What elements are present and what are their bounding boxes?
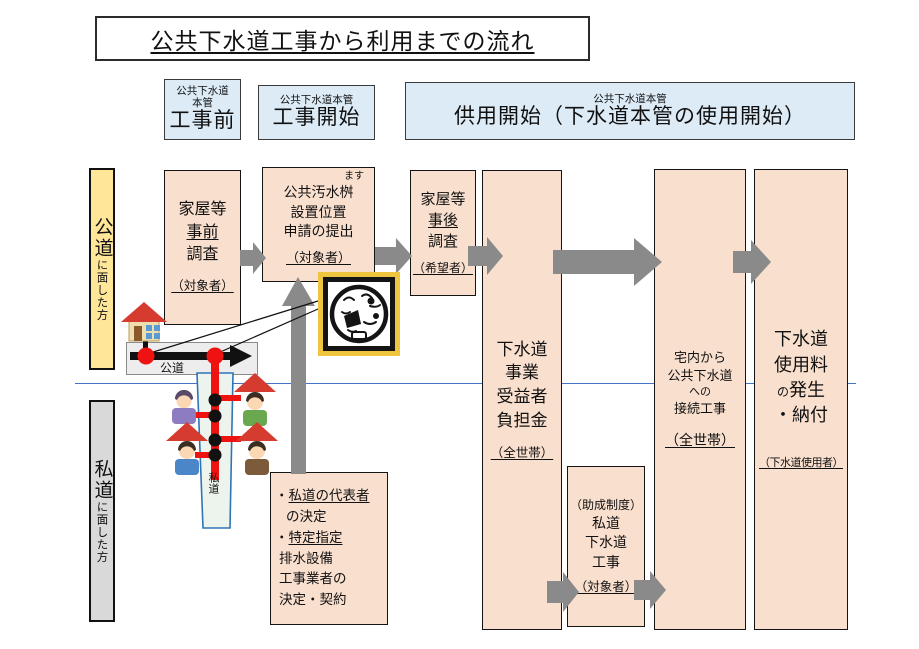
- arrow-masu-to-post-survey-icon: [375, 238, 412, 274]
- usage-fee-line3: の発生: [777, 378, 825, 403]
- private-prep-item1-title: 私道の代表者: [288, 487, 370, 503]
- flow-box-usage-fee: 下水道 使用料 の発生 ・納付 （下水道使用者）: [754, 169, 848, 630]
- flow-box-post-survey: 家屋等 事後 調査 （希望者）: [410, 170, 476, 296]
- phase-box-pre-construction: 公共下水道 本管 工事前: [164, 79, 241, 140]
- resident-icon-bottom-left: [166, 422, 208, 475]
- subsidy-line1: 私道: [592, 514, 620, 531]
- beneficiary-audience: （全世帯）: [490, 445, 554, 460]
- private-prep-item2-title: 特定指定: [288, 529, 343, 545]
- pre-survey-line2: 事前: [186, 223, 219, 241]
- private-prep-item2-line1: 排水設備: [279, 550, 333, 566]
- private-prep-item1-sub: の決定: [286, 508, 327, 524]
- beneficiary-line1: 下水道: [496, 339, 548, 359]
- flow-box-beneficiary-charge: 下水道 事業 受益者 負担金 （全世帯）: [482, 170, 562, 630]
- post-survey-line2: 事後: [427, 212, 458, 230]
- subsidy-audience: （対象者）: [574, 579, 638, 594]
- phase-service-sub: 公共下水道本管: [593, 92, 667, 105]
- page-title: 公共下水道工事から利用までの流れ: [150, 27, 535, 54]
- private-prep-item2: ・特定指定: [267, 528, 391, 549]
- public-road-label: 公道: [159, 361, 184, 375]
- post-survey-audience: （希望者）: [412, 261, 473, 276]
- pipe-junction-dots: [208, 393, 222, 462]
- lane-private-small: に面した方: [95, 500, 108, 564]
- manhole-cover-image: [318, 272, 400, 356]
- lane-label-public-road: 公道に面した方: [89, 168, 115, 370]
- flow-box-pre-survey: 家屋等 事前 調査 （対象者）: [164, 170, 241, 325]
- subsidy-line3: 工事: [592, 553, 620, 570]
- phase-start-main: 工事開始: [272, 106, 361, 130]
- private-prep-item2-line3: 決定・契約: [279, 592, 347, 608]
- public-private-divider-line: [75, 383, 856, 384]
- private-prep-item1-bullet: ・: [275, 487, 289, 503]
- phase-pre-sub-line2: 本管: [192, 97, 213, 110]
- pre-survey-line1: 家屋等: [178, 201, 227, 219]
- post-survey-line1: 家屋等: [420, 191, 466, 209]
- lane-label-private-road: 私道に面した方: [89, 400, 115, 622]
- beneficiary-line2: 事業: [505, 363, 539, 383]
- subsidy-line0: （助成制度）: [569, 497, 642, 512]
- connection-line4: 接続工事: [673, 401, 726, 417]
- beneficiary-line4: 負担金: [496, 411, 548, 431]
- usage-fee-line3-main: 発生: [789, 379, 825, 400]
- pre-survey-audience: （対象者）: [171, 279, 234, 294]
- lane-public-small: に面した方: [95, 258, 108, 322]
- subsidy-line2: 下水道: [585, 534, 627, 551]
- phase-box-service-start: 公共下水道本管 供用開始（下水道本管の使用開始）: [405, 82, 855, 140]
- masu-line3: 申請の提出: [283, 223, 354, 240]
- connection-line3: への: [689, 386, 711, 399]
- manhole-cover-graphic: [318, 272, 400, 356]
- private-road-label: 私道: [207, 472, 219, 494]
- resident-icon-top-left: [172, 390, 196, 424]
- flow-box-subsidy-work: （助成制度） 私道 下水道 工事 （対象者）: [567, 466, 645, 627]
- arrow-private-prep-to-masu-icon: [282, 277, 315, 474]
- usage-fee-line4: ・納付: [774, 404, 828, 425]
- resident-icon-bottom-right: [236, 422, 278, 475]
- private-prep-item2-bullet: ・: [275, 529, 289, 545]
- masu-furigana: ます: [344, 171, 364, 182]
- lane-private-big: 私道: [91, 458, 113, 501]
- flow-box-masu-application: ます 公共汚水桝 設置位置 申請の提出 （対象者）: [262, 167, 375, 282]
- flow-box-private-road-prep: ・私道の代表者 の決定 ・特定指定 排水設備 工事業者の 決定・契約: [270, 472, 388, 625]
- phase-pre-sub-line1: 公共下水道: [176, 85, 229, 98]
- phase-pre-main: 工事前: [169, 109, 236, 133]
- connection-line2: 公共下水道: [667, 367, 733, 383]
- pre-survey-line3: 調査: [186, 245, 219, 263]
- usage-fee-line2: 使用料: [774, 354, 828, 375]
- lane-public-big: 公道: [91, 216, 113, 259]
- masu-audience: （対象者）: [285, 249, 351, 265]
- usage-fee-line1: 下水道: [774, 329, 828, 350]
- connection-line1: 宅内から: [673, 349, 726, 365]
- masu-line2: 設置位置: [290, 203, 347, 220]
- private-prep-item2-line2: 工事業者の: [279, 571, 347, 587]
- usage-fee-line3-particle: の: [776, 384, 789, 399]
- post-survey-line3: 調査: [427, 233, 458, 251]
- masu-line1: 公共汚水桝: [283, 184, 354, 200]
- page-title-box: 公共下水道工事から利用までの流れ: [95, 16, 590, 61]
- connection-audience: （全世帯）: [665, 431, 735, 448]
- beneficiary-line3: 受益者: [496, 387, 548, 407]
- usage-fee-audience: （下水道使用者）: [759, 457, 844, 470]
- arrow-beneficiary-to-connection-icon: [553, 238, 662, 286]
- flow-box-connection-work: 宅内から 公共下水道 への 接続工事 （全世帯）: [654, 169, 746, 630]
- resident-icon-top-right: [234, 373, 276, 426]
- phase-service-main: 供用開始（下水道本管の使用開始）: [454, 104, 806, 128]
- private-prep-item1: ・私道の代表者: [267, 486, 391, 507]
- phase-start-sub: 公共下水道本管: [279, 94, 354, 107]
- phase-box-construction-start: 公共下水道本管 工事開始: [258, 85, 375, 140]
